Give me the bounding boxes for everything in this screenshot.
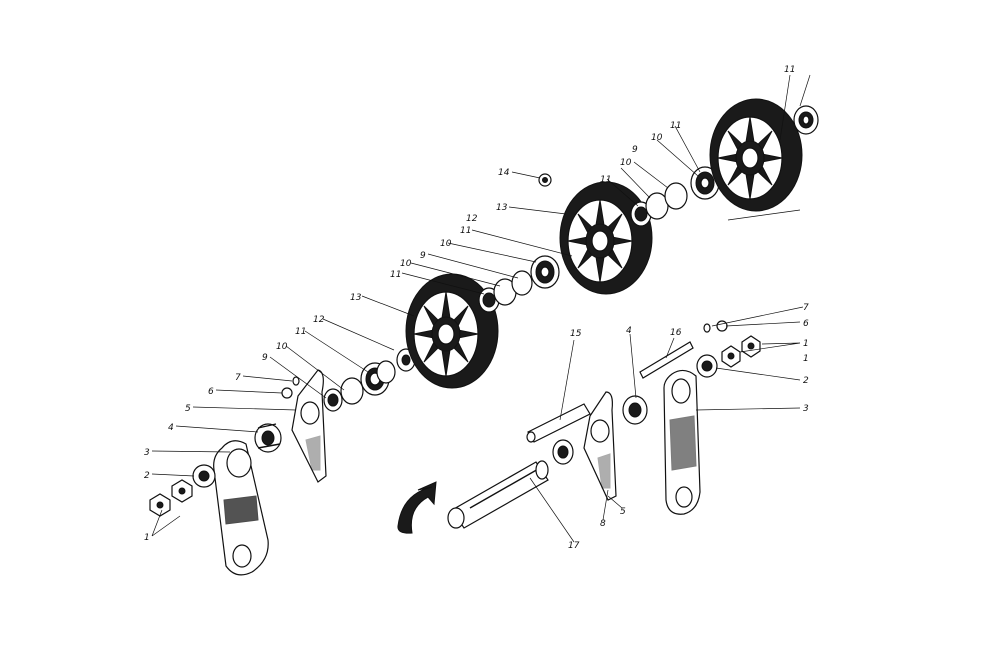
nut-1-right-b: [741, 335, 761, 358]
road-wheel-13-left: [405, 273, 499, 389]
callout-11-right-a: 11: [600, 175, 611, 185]
callout-4-left: 4: [168, 423, 174, 433]
callout-3-left: 3: [144, 448, 150, 458]
callout-10-right: 10: [620, 158, 632, 168]
road-wheel-13-center: [559, 181, 653, 295]
bracket-plate-5-left: [291, 369, 327, 483]
callout-10-center-b: 10: [440, 239, 452, 249]
washer-7-left: [292, 376, 300, 386]
callout-13-center: 13: [496, 203, 508, 213]
callout-6-right: 6: [803, 319, 809, 329]
callout-6-left: 6: [208, 387, 214, 397]
callout-1-right-a: 1: [803, 339, 809, 349]
seal-9-right: [664, 182, 688, 210]
callout-1-left: 1: [144, 533, 150, 543]
nut-6-right: [716, 320, 728, 332]
callout-2-right: 2: [803, 376, 809, 386]
callout-11-far-right: 11: [784, 65, 795, 75]
seal-9-center: [511, 270, 533, 296]
link-arm-right: [663, 369, 701, 515]
leader-lines: [151, 74, 811, 543]
callout-1-right-b: 1: [803, 354, 809, 364]
bushing-4-left: [254, 423, 282, 453]
nut-6-left: [281, 387, 293, 399]
link-arm-left: [213, 440, 269, 576]
callout-2-left: 2: [144, 471, 150, 481]
callout-7-left: 7: [235, 373, 241, 383]
nut-1-left-a: [149, 493, 171, 517]
plug-14: [538, 173, 552, 187]
bushing-4-right: [622, 395, 648, 425]
bearing-11-far-right: [793, 105, 819, 135]
callout-12-center: 12: [466, 214, 478, 224]
stud-16: [639, 341, 694, 379]
callout-4-right: 4: [626, 326, 632, 336]
callout-10-center: 10: [400, 259, 412, 269]
callout-10-left: 10: [276, 342, 288, 352]
callout-3-right: 3: [803, 404, 809, 414]
callout-labels: 1 2 3 4 5 6 7 9 10 11 12 13 11 10 9 10 1…: [144, 65, 809, 551]
nut-1-right-a: [721, 345, 741, 368]
axle-15: [526, 403, 591, 443]
callout-7-right: 7: [803, 303, 809, 313]
callout-11-center-b: 11: [460, 226, 471, 236]
callout-11-center-a: 11: [390, 270, 401, 280]
callout-16: 16: [670, 328, 682, 338]
callout-9-left: 9: [262, 353, 268, 363]
callout-15: 15: [570, 329, 582, 339]
seal-9-left: [323, 388, 343, 412]
shaft-17: [447, 460, 549, 529]
bracket-plate-5-right: [583, 391, 617, 501]
callout-12-left: 12: [313, 315, 325, 325]
callout-11-right-b: 11: [670, 121, 681, 131]
callout-5-right: 5: [620, 507, 626, 517]
washer-7-right: [703, 323, 711, 333]
ring-12-left: [376, 360, 396, 384]
washer-10-left: [340, 377, 364, 405]
callout-10-right-b: 10: [651, 133, 663, 143]
washer-2-right: [696, 354, 718, 378]
bearing-11-center-right: [530, 255, 560, 289]
washer-2-left: [192, 464, 216, 488]
callout-8: 8: [600, 519, 606, 529]
washer-8-right: [552, 439, 574, 465]
bearing-11-right-b: [690, 166, 720, 200]
callout-9-center: 9: [420, 251, 426, 261]
callout-13-left: 13: [350, 293, 362, 303]
callout-9-right: 9: [632, 145, 638, 155]
callout-5-left: 5: [185, 404, 191, 414]
rotation-arrow: [397, 481, 437, 534]
callout-11-left: 11: [295, 327, 306, 337]
nut-1-left-b: [171, 479, 193, 503]
callout-14: 14: [498, 168, 510, 178]
road-wheel-13-right: [709, 98, 803, 212]
callout-17: 17: [568, 541, 580, 551]
washer-10-right: [645, 192, 669, 220]
